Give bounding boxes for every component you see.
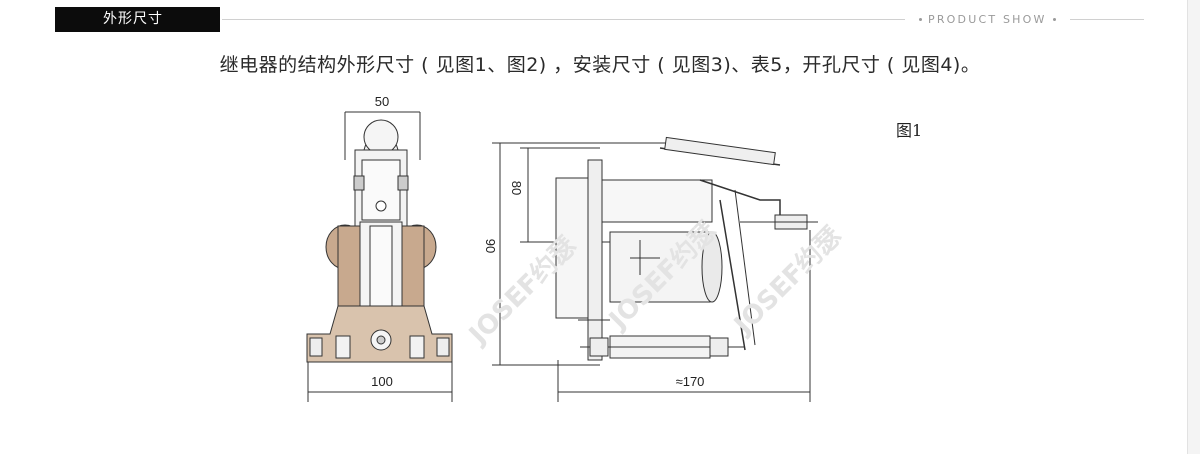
page-edge-line	[1187, 0, 1188, 454]
front-view	[306, 111, 453, 402]
dot-icon	[1052, 17, 1056, 21]
dim-50: 50	[375, 94, 389, 109]
dot-icon	[919, 17, 922, 21]
watermark: JOSEF约瑟	[727, 220, 848, 341]
section-title: 外形尺寸	[103, 11, 163, 27]
header-divider	[222, 19, 1144, 20]
product-show-tagline: PRODUCT SHOW	[905, 12, 1070, 28]
intro-paragraph: 继电器的结构外形尺寸 ( 见图1、图2) ，安装尺寸 ( 见图3)、表5，开孔尺…	[219, 54, 981, 76]
figure-label: 图1	[896, 121, 923, 140]
dim-170: ≈170	[676, 374, 705, 389]
tagline-text: PRODUCT SHOW	[928, 13, 1047, 26]
section-title-tab: 外形尺寸	[55, 7, 220, 32]
page-edge	[1188, 0, 1200, 454]
dim-90: 90	[483, 239, 498, 253]
side-view	[492, 136, 818, 402]
dim-80: 80	[509, 181, 524, 195]
dim-100: 100	[371, 374, 393, 389]
